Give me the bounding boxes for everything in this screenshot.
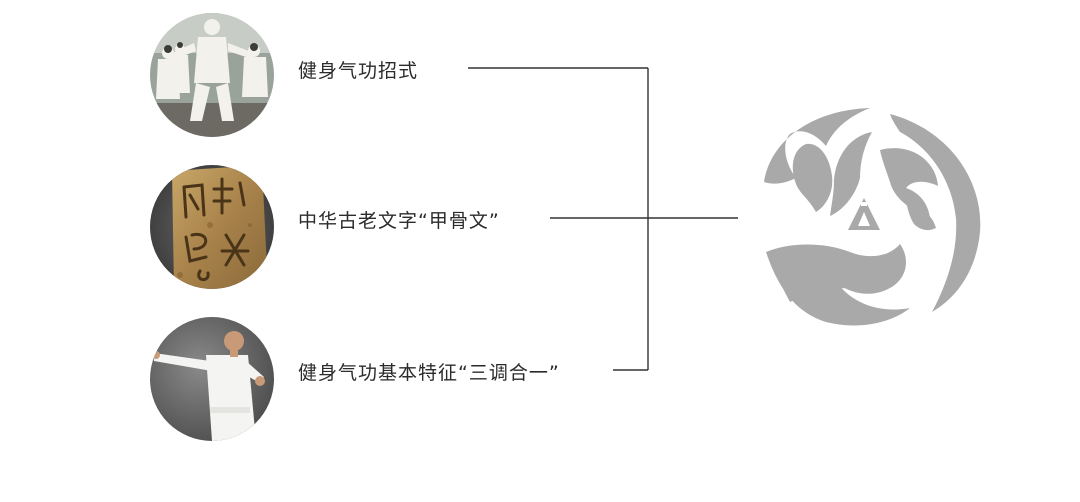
qigong-master-pose-photo [150,317,274,441]
item-label-3: 健身气功基本特征“三调合一” [298,362,560,384]
oracle-bone-inscription-photo [150,165,274,289]
item-label-2: 中华古老文字“甲骨文” [298,210,500,232]
item-label-1: 健身气功招式 [298,60,419,82]
qigong-group-practice-photo [150,13,274,137]
qigong-emblem-icon [764,108,981,326]
